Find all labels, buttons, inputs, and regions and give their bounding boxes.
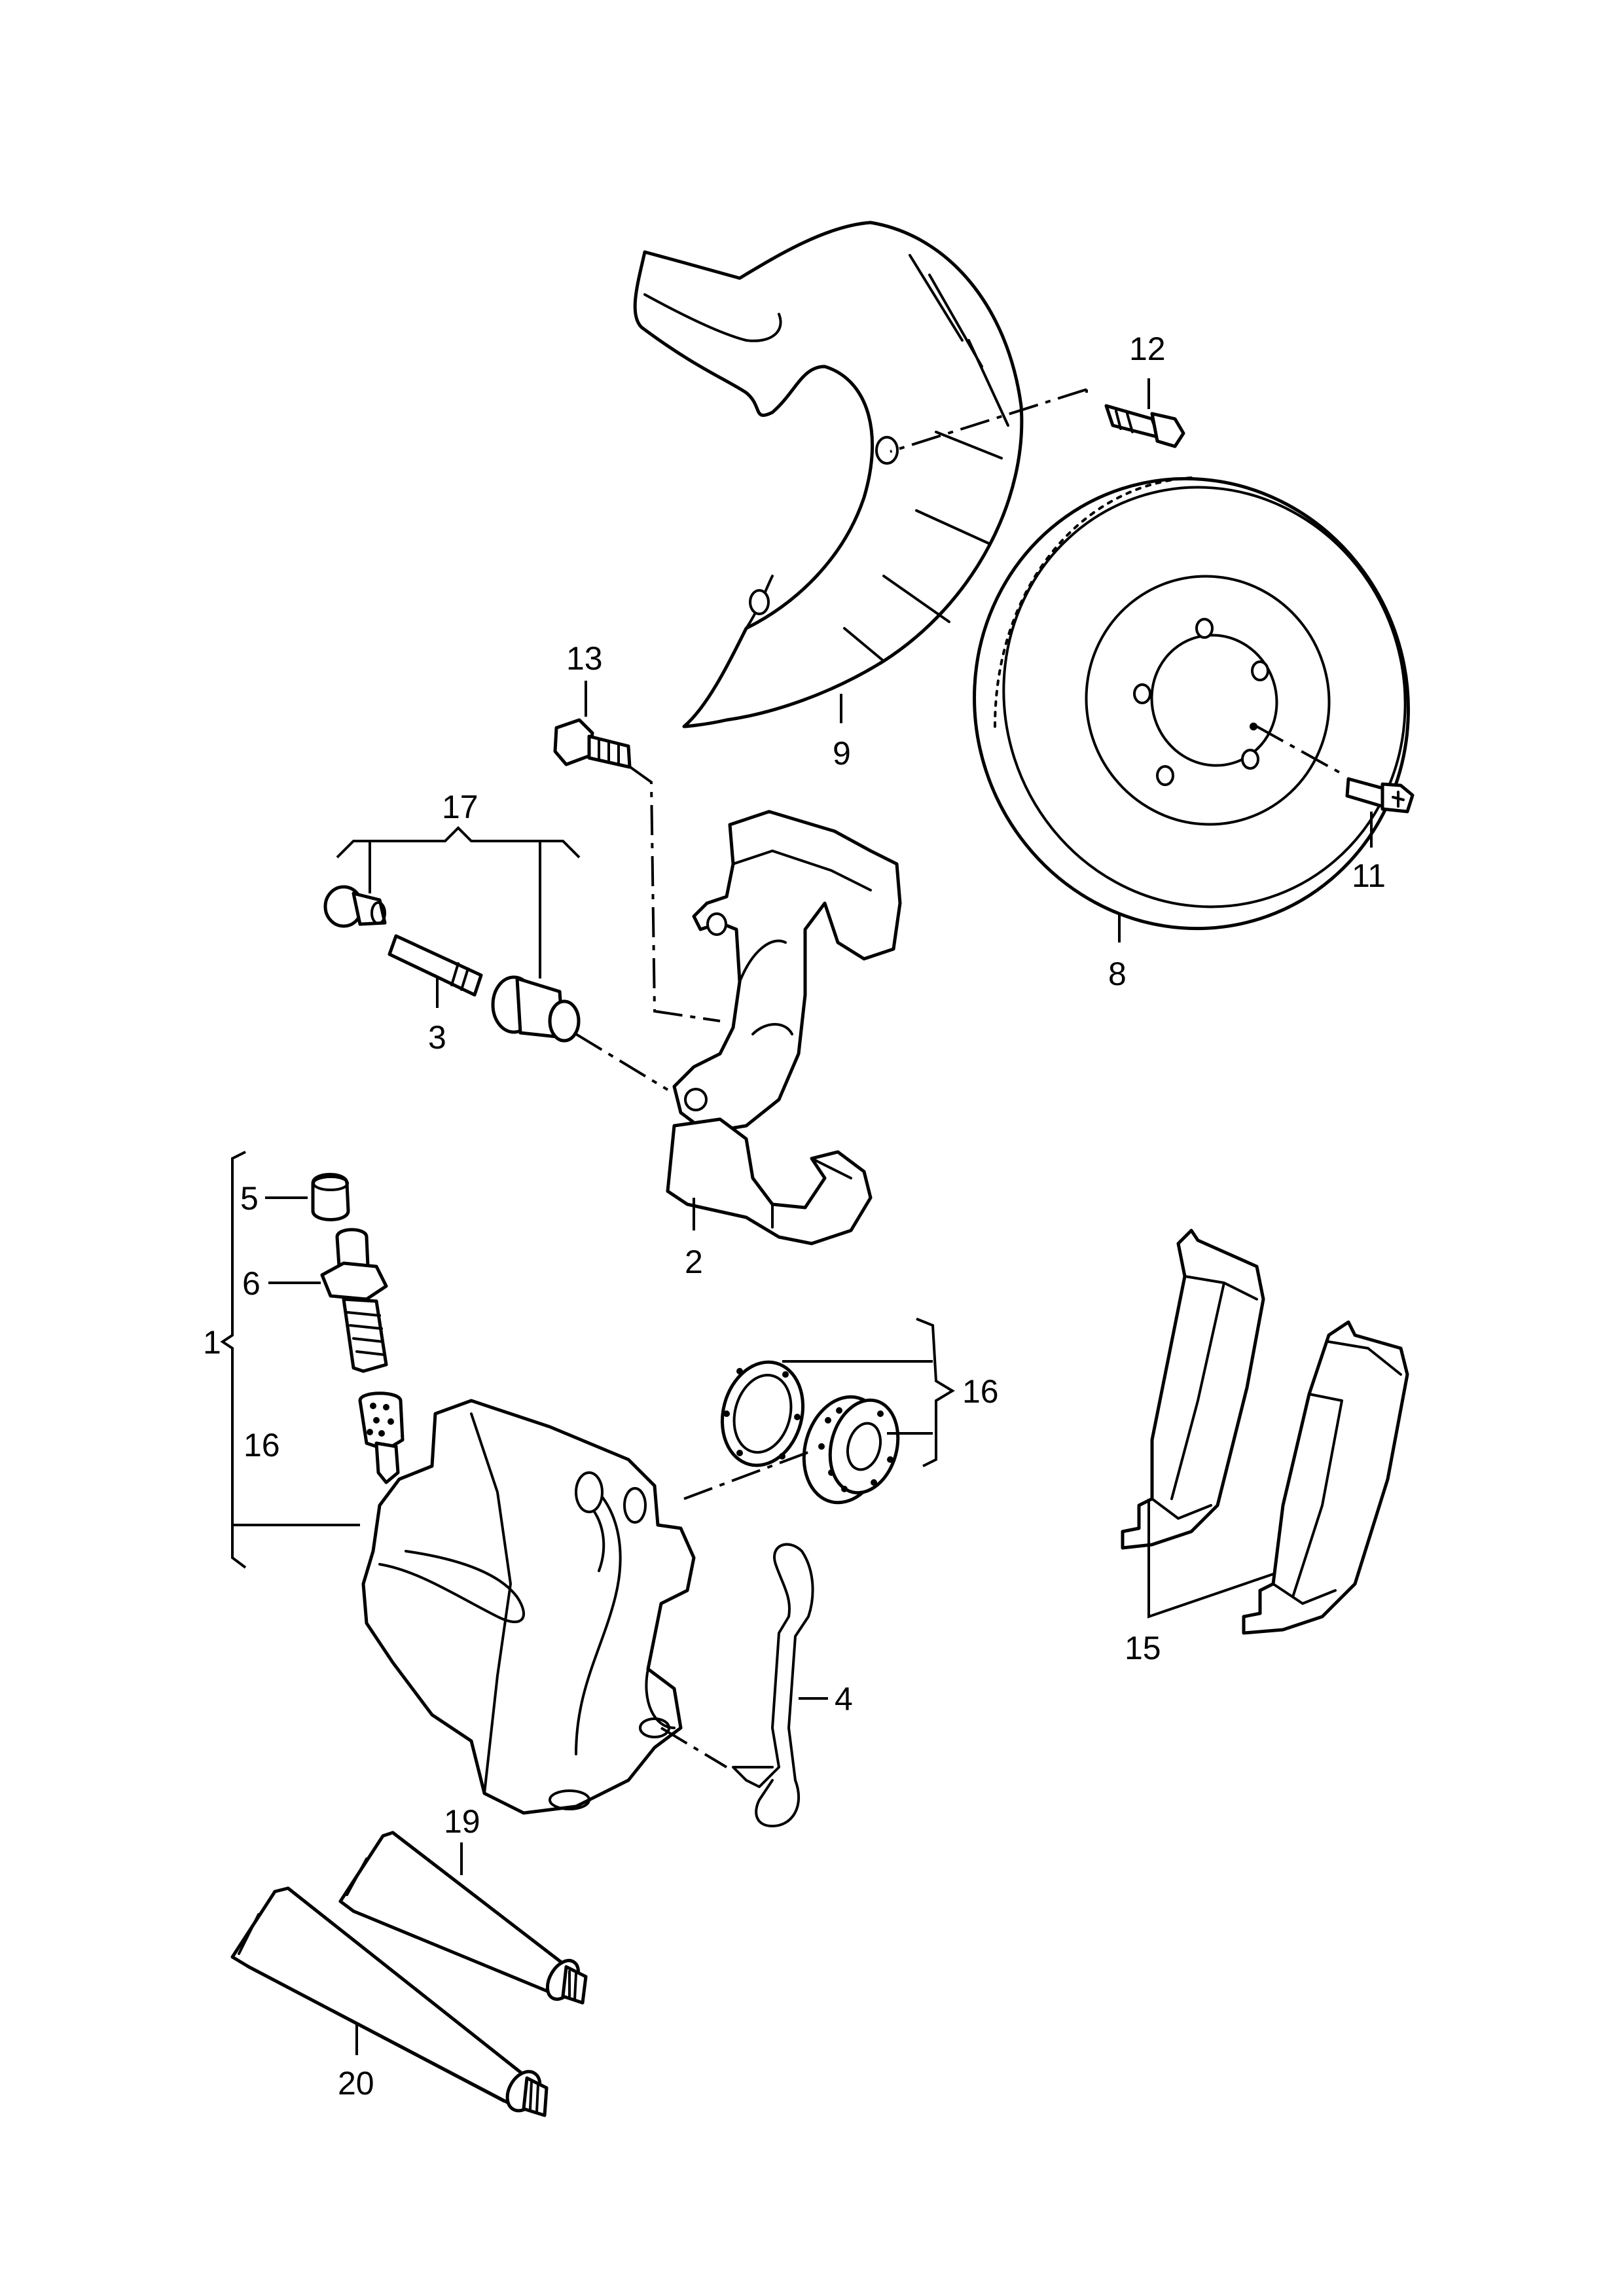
callout-6: 6 bbox=[242, 1265, 261, 1302]
disc-bolt-hole-1 bbox=[1195, 618, 1214, 639]
carrier-hole-bottom bbox=[684, 1088, 708, 1111]
disc-screw bbox=[1345, 777, 1415, 814]
callout-17: 17 bbox=[442, 789, 478, 825]
brake-disc bbox=[973, 476, 1410, 931]
filter-cap bbox=[358, 1391, 405, 1484]
bleeder-valve bbox=[320, 1228, 388, 1373]
callout-19: 19 bbox=[444, 1803, 480, 1840]
seal-ring bbox=[720, 1360, 805, 1467]
callout-20: 20 bbox=[338, 2065, 374, 2102]
piston bbox=[802, 1395, 900, 1505]
callout-4: 4 bbox=[835, 1681, 853, 1717]
brake-caliper bbox=[361, 1399, 696, 1815]
shield-bolt bbox=[1104, 404, 1185, 448]
callout-5: 5 bbox=[240, 1180, 259, 1217]
guide-pin-cap bbox=[323, 885, 387, 928]
leader-lines bbox=[220, 378, 1373, 2055]
disc-bolt-hole-4 bbox=[1156, 765, 1174, 786]
callout-15: 15 bbox=[1125, 1630, 1161, 1666]
disc-screw-hole bbox=[1250, 723, 1257, 730]
guide-bushing bbox=[491, 975, 581, 1043]
callout-8: 8 bbox=[1108, 956, 1127, 992]
callout-2: 2 bbox=[685, 1244, 703, 1280]
paste-tube-large bbox=[230, 1886, 549, 2117]
callout-1: 1 bbox=[203, 1324, 221, 1361]
brake-pad-outer bbox=[1242, 1320, 1409, 1635]
guide-pin bbox=[388, 934, 483, 997]
paste-tube-small bbox=[338, 1831, 588, 2005]
carrier-hole-top bbox=[706, 912, 727, 936]
bleeder-dust-cap bbox=[311, 1173, 350, 1221]
disc-bolt-hole-5 bbox=[1133, 683, 1151, 704]
splash-shield bbox=[633, 221, 1024, 728]
callout-11: 11 bbox=[1352, 857, 1386, 894]
caliper-bore bbox=[623, 1487, 647, 1524]
callout-16-left: 16 bbox=[244, 1427, 280, 1463]
callout-16-right: 16 bbox=[962, 1373, 999, 1410]
carrier-bolt bbox=[553, 718, 632, 769]
callout-labels: 12 9 8 11 13 17 3 2 5 6 1 16 16 4 15 19 … bbox=[203, 331, 1386, 2102]
disc-bolt-hole-3 bbox=[1241, 749, 1259, 770]
shield-mount-hole bbox=[749, 589, 770, 615]
retaining-spring bbox=[732, 1543, 814, 1827]
callout-13: 13 bbox=[566, 640, 603, 677]
callout-3: 3 bbox=[428, 1019, 446, 1056]
brake-pad-inner bbox=[1121, 1229, 1265, 1550]
callout-12: 12 bbox=[1129, 331, 1166, 367]
caliper-port bbox=[575, 1471, 604, 1513]
disc-bolt-hole-2 bbox=[1251, 660, 1269, 681]
callout-9: 9 bbox=[833, 735, 851, 772]
brake-carrier bbox=[666, 810, 902, 1246]
shield-bolt-hole bbox=[875, 436, 899, 465]
